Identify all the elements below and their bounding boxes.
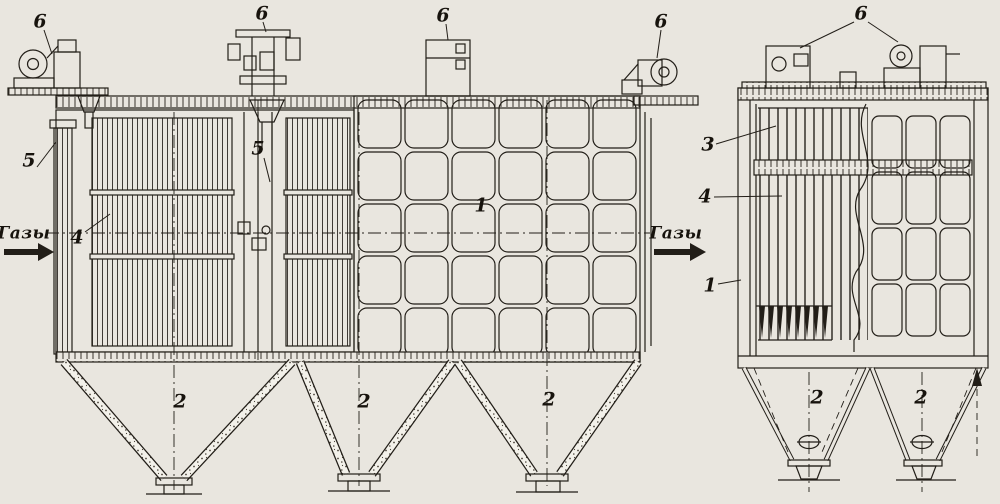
bottom-support-band <box>55 351 641 363</box>
end-hopper-1 <box>741 366 871 481</box>
top-support-rail <box>55 95 641 109</box>
callout-corona-electrodes: 3 <box>701 133 715 156</box>
gas-outlet-label: Газы <box>649 223 703 244</box>
center-lines-side <box>46 100 650 490</box>
rapper-drive-top-right <box>621 58 699 106</box>
callout-rapper-left: 6 <box>33 10 47 33</box>
callout-collecting-plates: 4 <box>70 226 84 249</box>
center-lines-end <box>808 372 923 492</box>
callout-casing-grid: 1 <box>474 194 488 217</box>
hopper-3 <box>454 359 642 493</box>
callout-end-rappers: 6 <box>854 2 868 25</box>
gas-up-arrow <box>972 368 982 386</box>
gas-flow-arrows <box>4 243 982 386</box>
end-hopper-2 <box>869 366 987 481</box>
gas-inlet-label: Газы <box>0 223 51 244</box>
dust-hoppers-end <box>741 366 987 492</box>
callout-center-suspension: 5 <box>251 137 265 160</box>
callout-rapper-right: 6 <box>654 10 668 33</box>
end-top-rail <box>737 87 989 101</box>
end-view <box>737 44 989 492</box>
shaker-box-top-center <box>425 39 471 97</box>
callout-end-hopper-right: 2 <box>914 386 928 409</box>
end-grid-panel <box>871 115 971 337</box>
electrode-weights <box>759 306 828 338</box>
gas-outlet-arrow <box>654 243 706 261</box>
rapper-drive-top-left <box>7 39 109 129</box>
end-rapper-mechanisms <box>741 44 987 89</box>
collecting-plates-field-a <box>89 117 235 347</box>
dust-hoppers-side <box>60 358 642 495</box>
rapper-frame-top-mid <box>227 29 301 150</box>
callout-hopper-left: 2 <box>173 390 187 413</box>
hopper-2 <box>295 359 456 492</box>
callout-rapper-mid-frame: 6 <box>255 2 269 25</box>
corona-and-collecting-plates <box>753 107 973 341</box>
callout-inlet-wall: 5 <box>22 149 36 172</box>
hopper-1 <box>60 358 296 495</box>
callout-hopper-right: 2 <box>542 388 556 411</box>
callout-end-plates: 4 <box>698 185 712 208</box>
outlet-frame <box>644 112 652 352</box>
gas-inlet-arrow <box>4 243 54 261</box>
callout-end-hopper-left: 2 <box>810 386 824 409</box>
callout-leaders <box>36 21 899 285</box>
callout-hopper-mid: 2 <box>357 390 371 413</box>
hopper-hidden-lines <box>753 367 978 456</box>
collecting-plates-field-b <box>283 117 353 347</box>
side-view <box>7 29 699 495</box>
callout-rapper-center-box: 6 <box>436 4 450 27</box>
callout-end-casing: 1 <box>703 274 717 297</box>
casing-grid-section <box>353 95 641 363</box>
break-line <box>851 103 869 352</box>
